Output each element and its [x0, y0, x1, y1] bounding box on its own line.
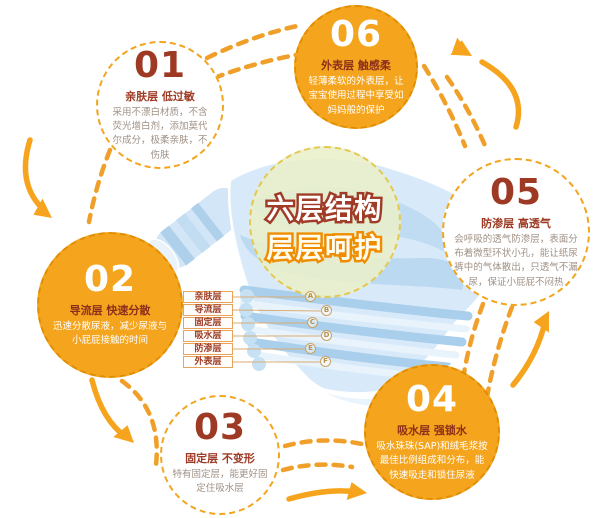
step-title: 固定层 不变形: [185, 452, 255, 466]
step-description: 会呼吸的透气防渗层，表面分布着微型环状小孔，能让纸尿裤中的气体散出，只透气不漏尿…: [454, 233, 578, 288]
dashed-arc-06-05-a: [421, 63, 468, 149]
badge-title-line2: 层层呵护: [267, 233, 384, 264]
layer-label-qinfuceng: 亲肤层: [183, 291, 233, 303]
layer-letter-c: C: [307, 317, 318, 328]
step-circle-06: 06 外表层 触感柔 轻薄柔软的外表层，让宝宝使用过程中享受如妈妈般的保护: [294, 5, 418, 129]
layer-label-daoliuceng: 导流层: [183, 304, 233, 316]
dashed-arc-01-06-b: [211, 51, 304, 81]
step-number: 06: [329, 14, 383, 56]
dashed-arc-02-03: [119, 378, 159, 468]
step-number: 03: [193, 407, 247, 449]
layer-label-fangshenceng: 防渗层: [183, 343, 233, 355]
layer-letter-e: E: [305, 343, 316, 354]
step-description: 轻薄柔软的外表层，让宝宝使用过程中享受如妈妈般的保护: [308, 76, 404, 116]
step-circle-04: 04 吸水层 强锁水 吸水珠珠(SAP)和绒毛浆按最佳比例组成和分布，能快速吸走…: [364, 364, 500, 500]
dashed-arc-01-02: [86, 147, 113, 225]
step-number: 05: [489, 172, 543, 214]
dashed-arc-03-04-a: [282, 438, 365, 449]
center-title-text: 六层结构 层层呵护: [264, 192, 384, 267]
layer-letter-d: D: [321, 330, 332, 341]
flow-arrows: [22, 37, 549, 502]
layer-label-gudingceng: 固定层: [183, 317, 233, 329]
label-connector-lines: [232, 296, 322, 363]
layer-label-waibiaoceng: 外表层: [183, 356, 233, 368]
step-circle-01: 01 亲肤层 低过敏 采用不漂白材质，不含荧光增白剂，添加莫代尔成分，极柔亲肤，…: [96, 41, 224, 169]
step-circle-02: 02 导流层 快速分散 迅速分散尿液，减少尿液与小屁屁接触的时间: [37, 232, 183, 378]
layer-letter-b: B: [321, 305, 332, 316]
dashed-arc-06-05-b: [444, 74, 489, 151]
arrow-03-to-04: [286, 482, 367, 502]
arrow-01-to-02: [22, 137, 52, 218]
step-number: 04: [405, 379, 459, 421]
step-circle-05: 05 防渗层 高透气 会呼吸的透气防渗层，表面分布着微型环状小孔，能让纸尿裤中的…: [442, 158, 590, 306]
dashed-arc-03-04-b: [280, 462, 355, 473]
step-description: 迅速分散尿液，减少尿液与小屁屁接触的时间: [52, 321, 167, 347]
dashed-arc-04-05-b: [484, 304, 515, 400]
layer-label-xishuiceng: 吸水层: [183, 330, 233, 342]
arrow-04-to-05: [510, 311, 549, 388]
step-number: 02: [83, 259, 137, 301]
step-number: 01: [133, 45, 187, 87]
dashed-arc-01-06-a: [204, 23, 300, 61]
layer-letter-f: F: [320, 356, 331, 367]
center-title-badge: 六层结构 层层呵护: [249, 146, 401, 298]
dashed-arcs: [86, 23, 515, 473]
step-title: 亲肤层 低过敏: [125, 89, 195, 103]
step-description: 特有固定层，能更好固定住吸水层: [172, 469, 268, 495]
step-title: 外表层 触感柔: [321, 59, 391, 73]
layer-letter-a: A: [305, 291, 316, 302]
arrow-05-to-06: [450, 37, 522, 130]
step-description: 采用不漂白材质，不含荧光增白剂，添加莫代尔成分，极柔亲肤，不伤肤: [112, 106, 208, 161]
badge-title-line1: 六层结构: [267, 194, 384, 225]
step-description: 吸水珠珠(SAP)和绒毛浆按最佳比例组成和分布，能快速吸走和锁住尿液: [376, 441, 488, 481]
step-title: 吸水层 强锁水: [397, 424, 467, 438]
step-circle-03: 03 固定层 不变形 特有固定层，能更好固定住吸水层: [160, 395, 280, 515]
step-title: 防渗层 高透气: [481, 216, 551, 230]
arrow-02-to-03: [89, 377, 134, 443]
step-title: 导流层 快速分散: [69, 304, 151, 318]
